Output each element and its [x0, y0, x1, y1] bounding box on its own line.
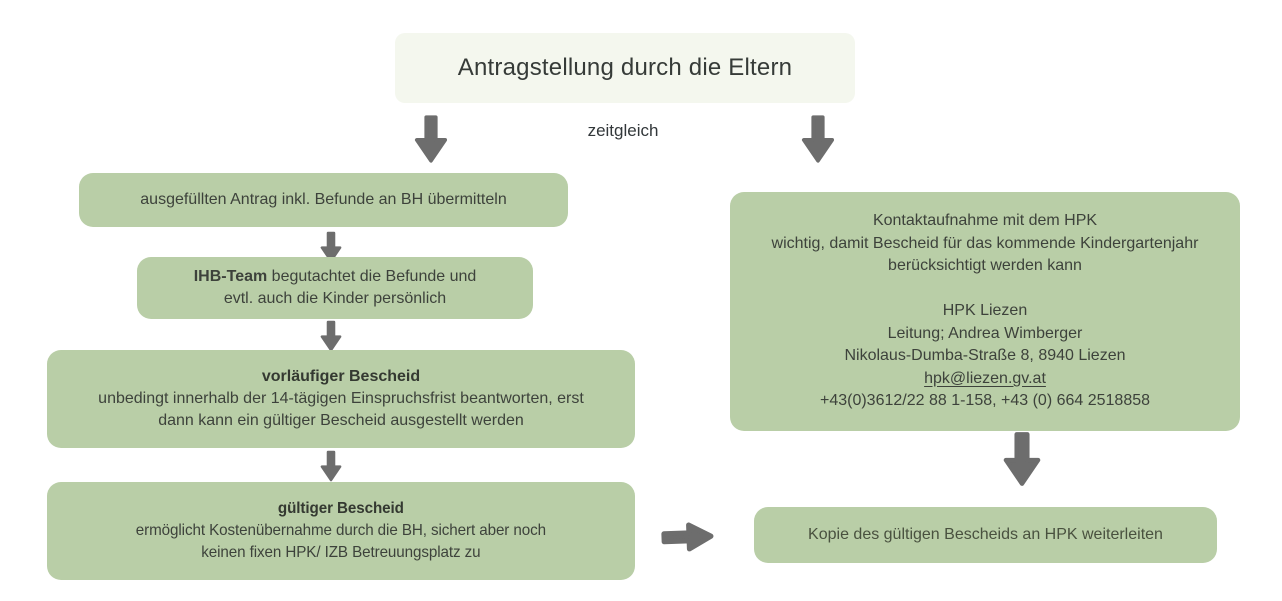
step-submit-application-box: ausgefüllten Antrag inkl. Befunde an BH … — [79, 173, 568, 227]
valid-decision-text-wrap: gültiger Bescheid ermöglicht Kostenübern… — [136, 498, 546, 564]
valid-decision-heading: gültiger Bescheid — [278, 500, 404, 517]
forward-copy-box: Kopie des gültigen Bescheids an HPK weit… — [754, 507, 1217, 563]
hpk-phone-numbers: +43(0)3612/22 88 1-158, +43 (0) 664 2518… — [819, 392, 1151, 410]
step-ihb-team-text: IHB-Team begutachtet die Befunde und evt… — [193, 268, 477, 307]
forward-copy-text: Kopie des gültigen Bescheids an HPK weit… — [808, 526, 1163, 543]
valid-decision-body: ermöglicht Kostenübernahme durch die BH,… — [135, 522, 547, 561]
arrow-down-right-icon — [801, 114, 835, 164]
step-provisional-decision-box: vorläufiger Bescheid unbedingt innerhalb… — [47, 350, 635, 448]
arrow-down-small-icon — [320, 231, 342, 263]
arrow-down-left-icon — [414, 114, 448, 164]
ihb-team-bold-label: IHB-Team — [193, 268, 268, 285]
title-label: Antragstellung durch die Eltern — [457, 54, 793, 81]
arrow-down-small-icon — [320, 320, 342, 352]
provisional-decision-heading: vorläufiger Bescheid — [261, 368, 421, 385]
title-box: Antragstellung durch die Eltern — [395, 33, 855, 103]
zeitgleich-label: zeitgleich — [587, 121, 659, 140]
provisional-decision-body: unbedingt innerhalb der 14-tägigen Einsp… — [98, 390, 584, 429]
arrow-down-large-icon — [1002, 431, 1042, 487]
step-ihb-team-box: IHB-Team begutachtet die Befunde und evt… — [137, 257, 533, 319]
contact-hpk-box: Kontaktaufnahme mit dem HPK wichtig, dam… — [730, 192, 1240, 431]
arrow-right-icon — [659, 519, 714, 555]
hpk-email-link[interactable]: hpk@liezen.gv.at — [924, 369, 1046, 387]
step-valid-decision-box: gültiger Bescheid ermöglicht Kostenübern… — [47, 482, 635, 580]
step-submit-application-text: ausgefüllten Antrag inkl. Befunde an BH … — [140, 191, 507, 208]
arrow-down-small-icon — [320, 450, 342, 482]
contact-hpk-lines: Kontaktaufnahme mit dem HPK wichtig, dam… — [771, 212, 1199, 365]
